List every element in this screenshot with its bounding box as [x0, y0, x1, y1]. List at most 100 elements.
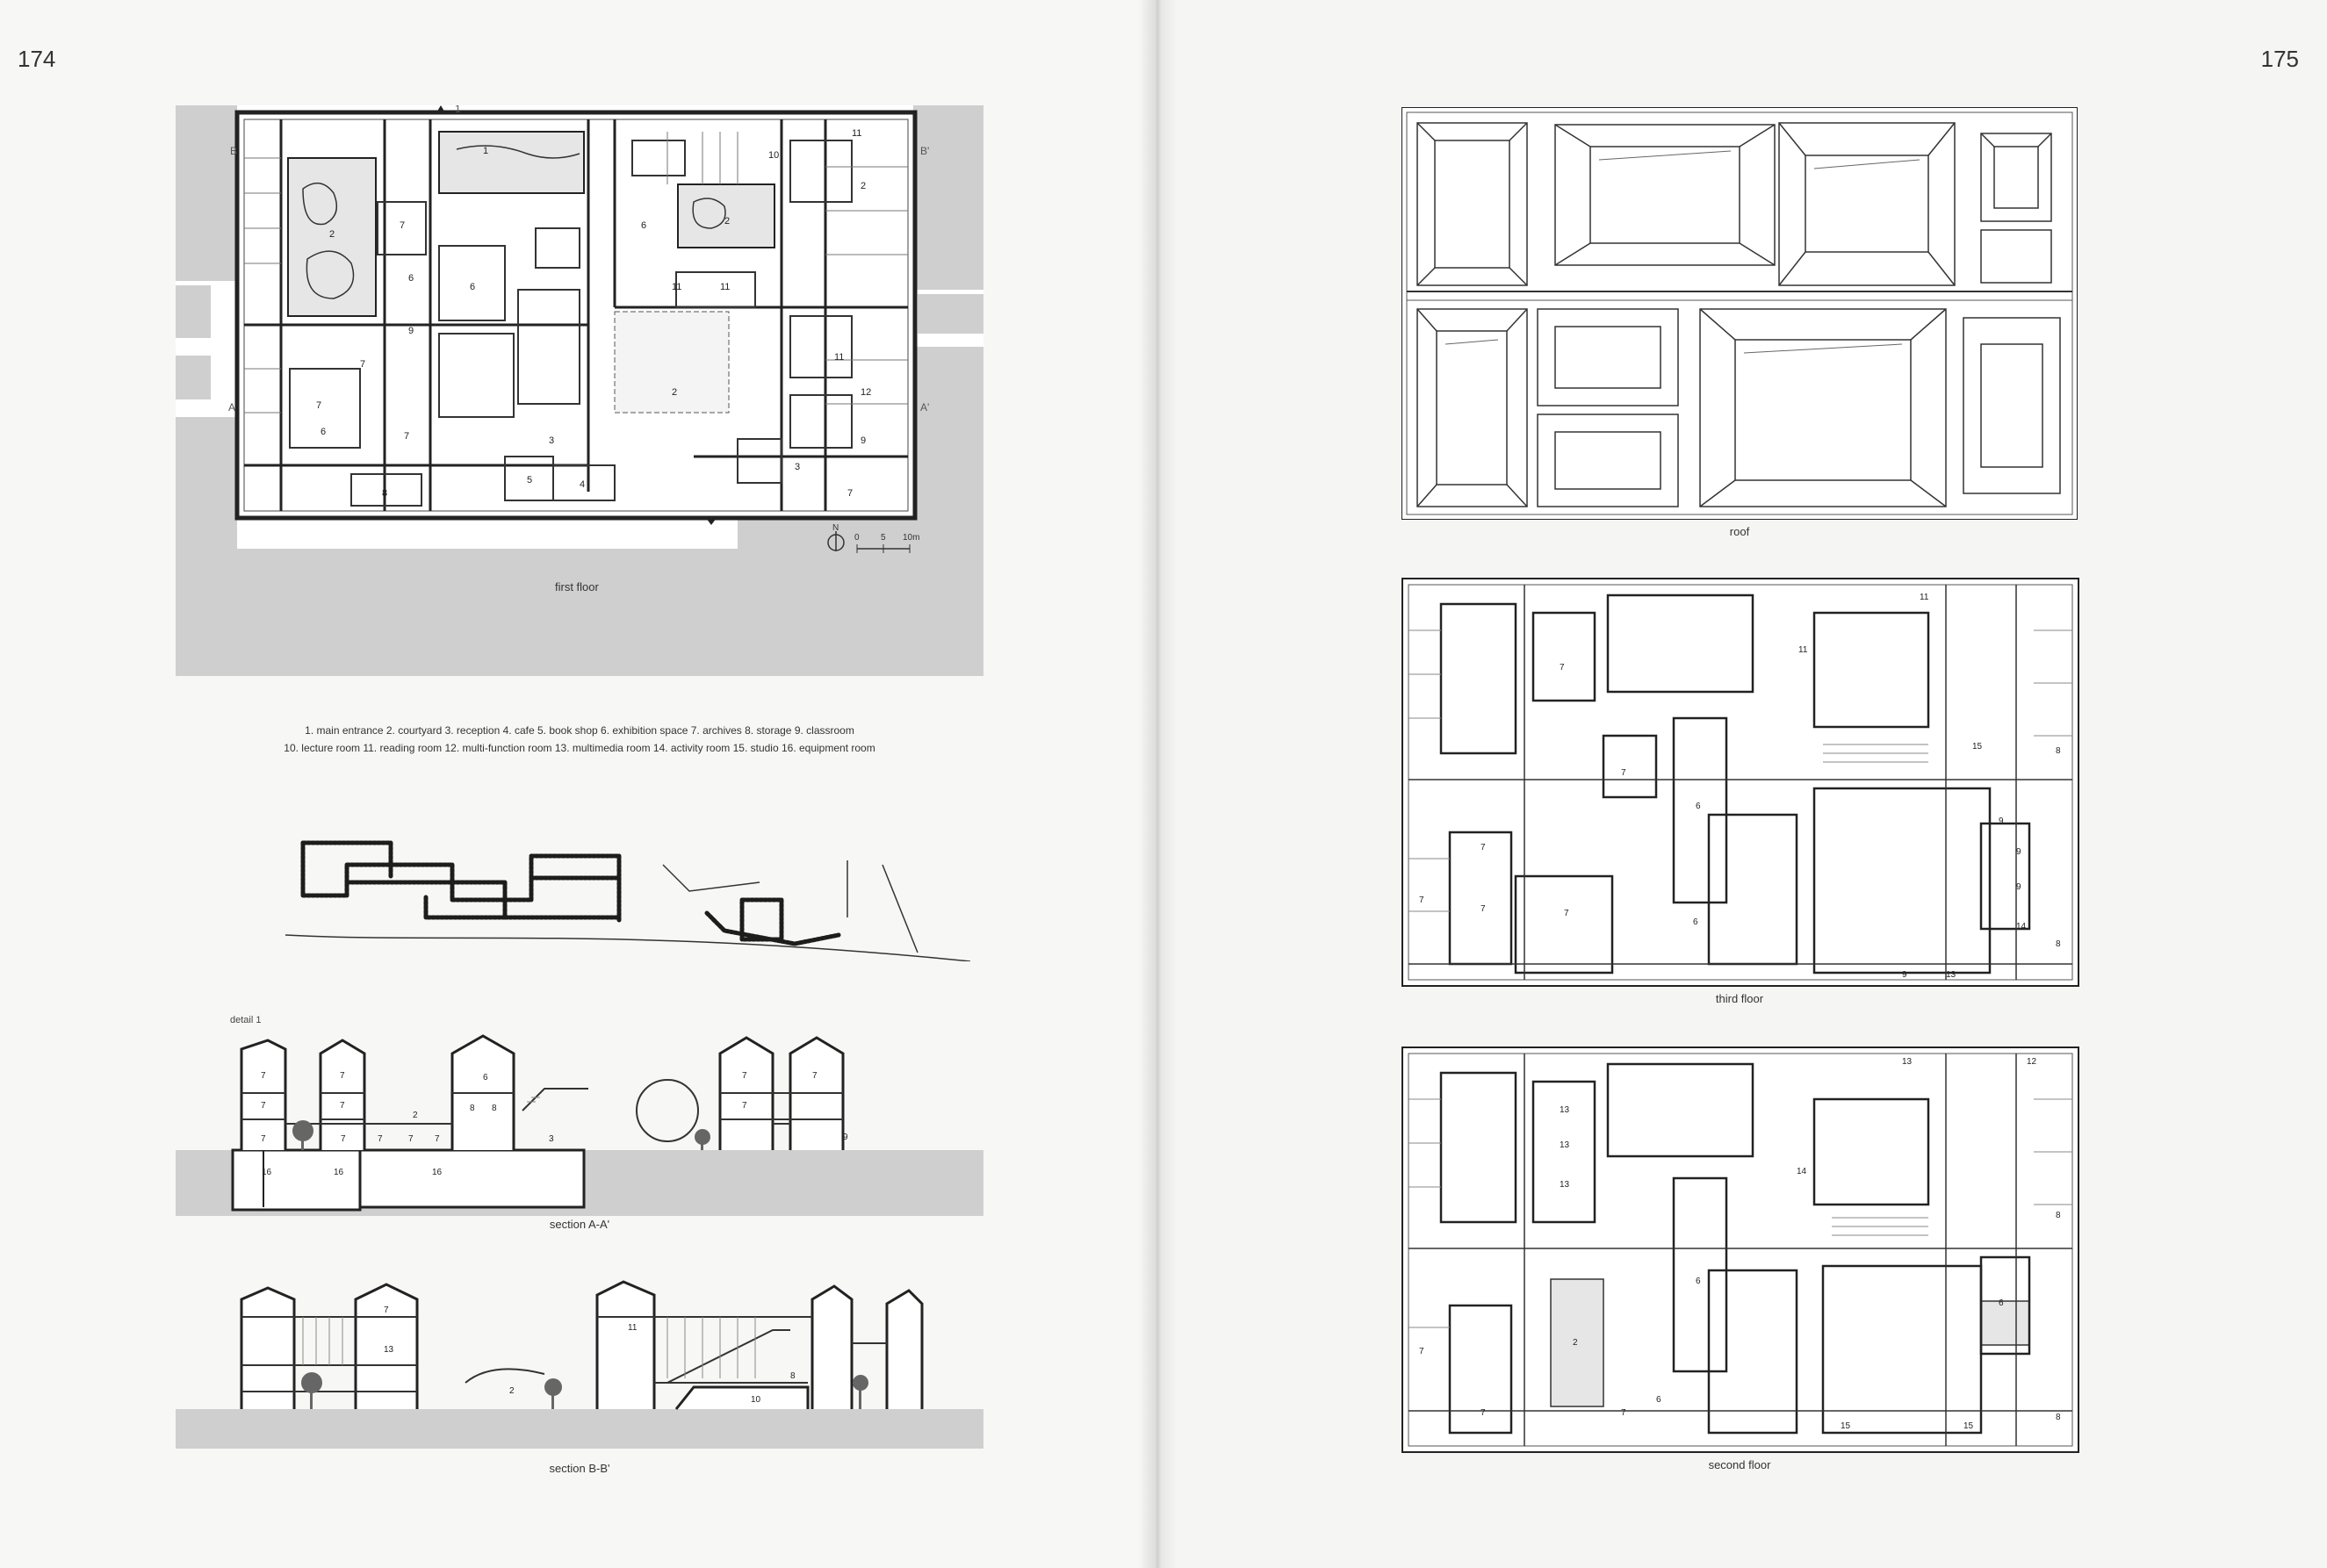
- first-floor-plan: 1 2 7 6 9 7 6 7 8 6 3 5 4 2 10 6 2 11 11…: [176, 105, 983, 676]
- room-number: 7: [847, 488, 853, 499]
- svg-text:2: 2: [413, 1111, 418, 1120]
- svg-text:7: 7: [340, 1071, 345, 1081]
- room-legend: 1. main entrance 2. courtyard 3. recepti…: [176, 722, 983, 757]
- third-floor-label: third floor: [1715, 992, 1764, 1005]
- svg-text:7: 7: [1560, 663, 1565, 673]
- section-mark-b: B: [230, 145, 237, 157]
- svg-text:6: 6: [1656, 1395, 1661, 1405]
- room-number: 12: [861, 387, 871, 398]
- svg-text:16: 16: [334, 1168, 344, 1177]
- book-gutter: [1138, 0, 1177, 1568]
- svg-text:14: 14: [1797, 1167, 1807, 1176]
- second-floor-label: second floor: [1708, 1458, 1771, 1471]
- svg-text:13: 13: [1560, 1105, 1570, 1115]
- svg-text:13: 13: [1946, 970, 1956, 980]
- svg-text:7: 7: [1621, 768, 1626, 778]
- svg-text:6: 6: [1696, 1277, 1701, 1286]
- svg-text:9: 9: [2016, 847, 2021, 857]
- svg-text:9: 9: [843, 1133, 848, 1142]
- svg-text:8: 8: [2056, 939, 2061, 949]
- svg-text:7: 7: [742, 1071, 747, 1081]
- section-mark-b-prime: B': [920, 145, 929, 157]
- detail-label: detail 1: [230, 1015, 262, 1025]
- roof-label: roof: [1729, 525, 1750, 538]
- svg-text:16: 16: [262, 1168, 272, 1177]
- svg-text:7: 7: [812, 1071, 818, 1081]
- svg-text:6: 6: [483, 1073, 488, 1082]
- third-floor-plan: 11 11 7 6 7 7 7 6 7 9 9 9 9 14 15 13 8 8…: [1401, 578, 2079, 987]
- concept-sketch: [285, 840, 970, 961]
- room-number: 6: [470, 282, 475, 292]
- legend-line-1: 1. main entrance 2. courtyard 3. recepti…: [305, 724, 854, 737]
- svg-text:10m: 10m: [903, 533, 919, 543]
- page-number-right: 175: [2260, 46, 2299, 72]
- svg-text:7: 7: [1480, 1408, 1486, 1418]
- svg-text:6: 6: [1999, 1298, 2004, 1308]
- room-number: 6: [641, 220, 646, 231]
- svg-text:7: 7: [378, 1134, 383, 1144]
- svg-text:7: 7: [1480, 904, 1486, 914]
- room-number: 11: [720, 282, 730, 292]
- north-arrow-icon: N: [827, 523, 845, 551]
- roof-plan: [1401, 107, 2078, 520]
- left-page: 1 7 4: [0, 0, 1157, 1568]
- svg-text:11: 11: [1798, 645, 1808, 655]
- svg-text:6: 6: [1693, 917, 1698, 927]
- room-number: 2: [861, 181, 866, 191]
- section-bb-label: section B-B': [549, 1462, 610, 1475]
- svg-text:13: 13: [1560, 1140, 1570, 1150]
- svg-text:9: 9: [1902, 970, 1907, 980]
- svg-text:2: 2: [1573, 1338, 1578, 1348]
- svg-text:0: 0: [854, 533, 860, 543]
- svg-text:15: 15: [1963, 1421, 1974, 1431]
- room-number: 7: [316, 400, 321, 411]
- svg-text:8: 8: [492, 1104, 497, 1113]
- svg-text:8: 8: [2056, 1413, 2061, 1422]
- svg-text:15: 15: [1841, 1421, 1851, 1431]
- room-number: 7: [360, 359, 365, 370]
- room-number: 6: [321, 427, 326, 437]
- svg-text:8: 8: [2056, 1211, 2061, 1220]
- room-number: 2: [672, 387, 677, 398]
- section-bb-drawing: 7 13 2 11 8 10: [176, 1280, 983, 1449]
- svg-text:7: 7: [1564, 909, 1569, 918]
- svg-text:9: 9: [1999, 816, 2004, 826]
- scale-bar: 0 5 10m: [854, 533, 919, 553]
- room-number: 9: [861, 435, 866, 446]
- room-number: 4: [580, 479, 585, 490]
- svg-text:13: 13: [384, 1345, 394, 1355]
- page-number-left: 174: [18, 46, 56, 72]
- svg-text:7: 7: [435, 1134, 440, 1144]
- room-number: 7: [404, 431, 409, 442]
- svg-text:12: 12: [2027, 1057, 2037, 1067]
- svg-text:N: N: [832, 523, 839, 533]
- svg-text:10: 10: [751, 1395, 761, 1405]
- room-number: 3: [549, 435, 554, 446]
- svg-text:16: 16: [432, 1168, 443, 1177]
- section-aa-drawing: 7 7 7 7 7 2 7 7 7 7 8 6 8 3 7 7 7 9 16 1…: [176, 1034, 983, 1216]
- legend-line-2: 10. lecture room 11. reading room 12. mu…: [284, 742, 875, 754]
- svg-text:7: 7: [1419, 895, 1424, 905]
- svg-text:7: 7: [261, 1134, 266, 1144]
- entrance-mark: 1: [455, 105, 461, 115]
- svg-text:11: 11: [628, 1323, 638, 1333]
- svg-text:7: 7: [1419, 1347, 1424, 1356]
- svg-text:7: 7: [261, 1101, 266, 1111]
- section-mark-a: A: [228, 401, 235, 414]
- room-number: 3: [795, 462, 800, 472]
- svg-text:7: 7: [742, 1101, 747, 1111]
- room-number: 1: [483, 146, 488, 156]
- room-number: 7: [400, 220, 405, 231]
- svg-text:8: 8: [790, 1371, 796, 1381]
- svg-text:7: 7: [1480, 843, 1486, 852]
- room-number: 10: [768, 150, 779, 161]
- room-number: 11: [852, 128, 861, 139]
- svg-text:7: 7: [341, 1134, 346, 1144]
- svg-text:11: 11: [1920, 593, 1929, 602]
- svg-text:15: 15: [1972, 742, 1983, 752]
- svg-text:9: 9: [2016, 882, 2021, 892]
- room-number: 5: [527, 475, 532, 486]
- room-number: 11: [672, 282, 681, 292]
- svg-text:5: 5: [881, 533, 886, 543]
